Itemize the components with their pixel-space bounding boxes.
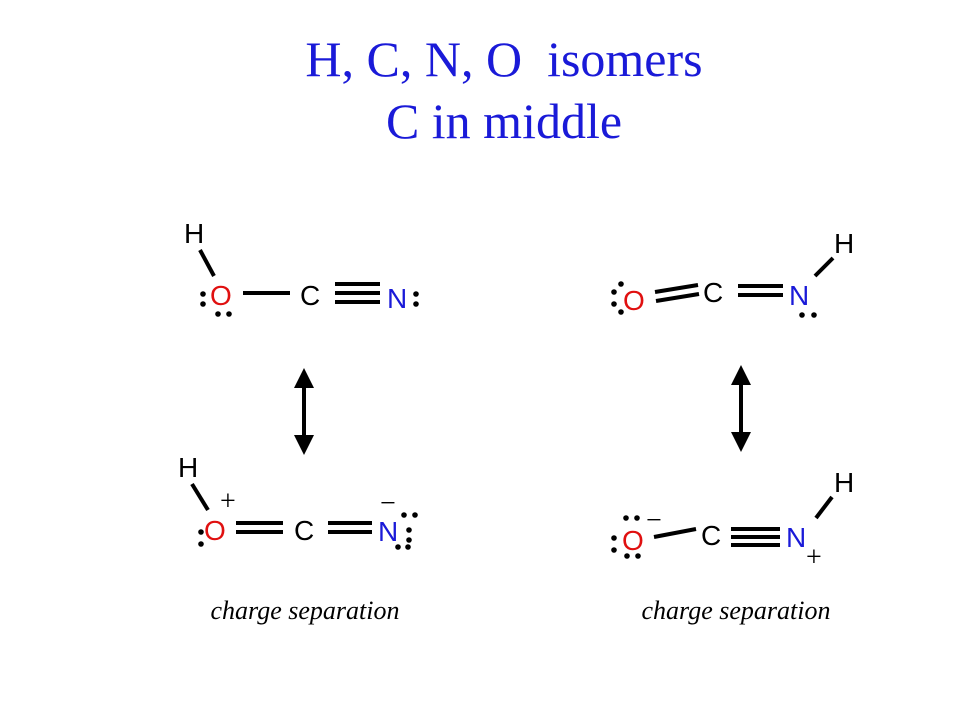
c-n-double-bond [328,521,372,534]
nitrogen-atom: N [789,280,809,311]
hydrogen-atom: H [184,218,204,249]
h-o-bond [190,482,210,512]
c-n-triple-bond [335,282,380,304]
c-n-triple-bond [731,527,780,547]
oxygen-positive-charge: + [220,486,236,517]
nitrogen-lone-pair [799,312,817,318]
structure-top-right: O C N H [611,228,854,318]
oxygen-atom: O [622,525,644,556]
title-line-1: H, C, N, O isomers [305,31,703,87]
o-c-single-bond [653,527,697,539]
carbon-atom: C [300,280,320,311]
oxygen-lone-pairs [611,515,641,559]
structure-bottom-right: − O C N + H [611,467,854,573]
nitrogen-lone-pair [413,291,419,307]
n-h-bond [813,256,835,278]
caption-right: charge separation [642,596,831,625]
nitrogen-atom: N [786,522,806,553]
structure-bottom-left: H + O C − N [178,452,418,550]
o-c-double-bond [654,283,700,303]
oxygen-lone-pairs [200,291,232,317]
caption-left: charge separation [211,596,400,625]
structure-top-left: H O C N [184,218,419,317]
n-h-bond [814,495,834,520]
h-o-bond [198,249,216,277]
hydrogen-atom: H [178,452,198,483]
slide-title: H, C, N, O isomers C in middle [0,28,960,152]
carbon-atom: C [701,520,721,551]
title-line-2: C in middle [385,93,623,149]
oxygen-lone-pair [198,529,204,547]
o-c-double-bond [236,521,283,534]
hydrogen-atom: H [834,228,854,259]
c-n-double-bond [738,284,783,297]
nitrogen-negative-charge: − [380,488,396,519]
nitrogen-lone-pairs [395,512,418,550]
hydrogen-atom: H [834,467,854,498]
nitrogen-atom: N [378,516,398,547]
oxygen-atom: O [623,285,645,316]
carbon-atom: C [703,277,723,308]
oxygen-atom: O [204,515,226,546]
oxygen-atom: O [210,280,232,311]
nitrogen-atom: N [387,283,407,314]
oxygen-lone-pairs [611,281,624,315]
carbon-atom: C [294,515,314,546]
nitrogen-positive-charge: + [806,542,822,573]
oxygen-negative-charge: − [646,505,662,536]
